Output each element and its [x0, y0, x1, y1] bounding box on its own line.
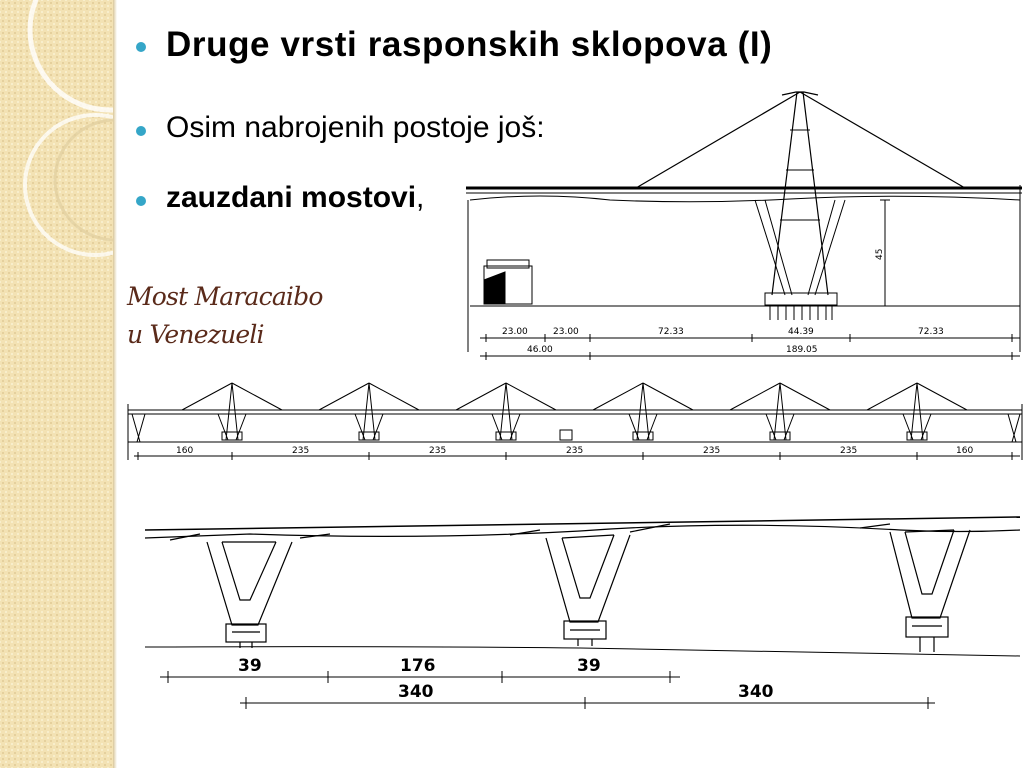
- slide-title: Druge vrsti rasponskih sklopova (I): [166, 25, 773, 64]
- bullet-dot: [136, 196, 146, 206]
- dim-label: 46.00: [527, 345, 553, 355]
- dim-label: 235: [429, 446, 446, 456]
- dim-label: 39: [577, 656, 601, 676]
- dim-height-label: 45: [875, 249, 885, 260]
- caption-line-1: Most Maracaibo: [127, 282, 323, 311]
- dim-label: 23.00: [502, 327, 528, 337]
- drawing-bottom-detail: [144, 516, 1021, 709]
- dim-label: 340: [398, 682, 434, 702]
- drawing-top-elevation: [466, 91, 1022, 360]
- dim-label: 176: [400, 656, 436, 676]
- bullet-text-2-bold: zauzdani mostovi: [166, 181, 417, 214]
- bullet-dot: [136, 126, 146, 136]
- caption-line-2: u Venezueli: [127, 320, 265, 349]
- decorative-sidebar: [0, 0, 113, 768]
- sidebar-circles: [23, 0, 113, 257]
- bullet-text-1: Osim nabrojenih postoje još:: [166, 111, 545, 144]
- dim-label: 44.39: [788, 327, 814, 337]
- dim-label: 189.05: [786, 345, 818, 355]
- bullet-text-2: zauzdani mostovi,: [166, 181, 424, 215]
- bullet-text-2-rest: ,: [416, 181, 425, 214]
- sidebar-edge: [113, 0, 117, 768]
- dim-label: 160: [176, 446, 193, 456]
- drawing-top-labels: 45 23.00 23.00 72.33 44.39 72.33 46.00 1…: [502, 249, 944, 355]
- dim-label: 160: [956, 446, 973, 456]
- drawing-bottom-labels: 39 176 39 340 340: [238, 656, 774, 702]
- dim-label: 23.00: [553, 327, 579, 337]
- dim-label: 235: [703, 446, 720, 456]
- drawing-middle-elevation: [127, 382, 1023, 460]
- dim-label: 72.33: [918, 327, 944, 337]
- bullet-dot: [136, 42, 146, 52]
- dim-label: 235: [566, 446, 583, 456]
- dim-label: 235: [840, 446, 857, 456]
- drawing-middle-labels: 160 235 235 235 235 235 160: [176, 446, 973, 456]
- dim-label: 72.33: [658, 327, 684, 337]
- dim-label: 39: [238, 656, 262, 676]
- dim-label: 235: [292, 446, 309, 456]
- dim-label: 340: [738, 682, 774, 702]
